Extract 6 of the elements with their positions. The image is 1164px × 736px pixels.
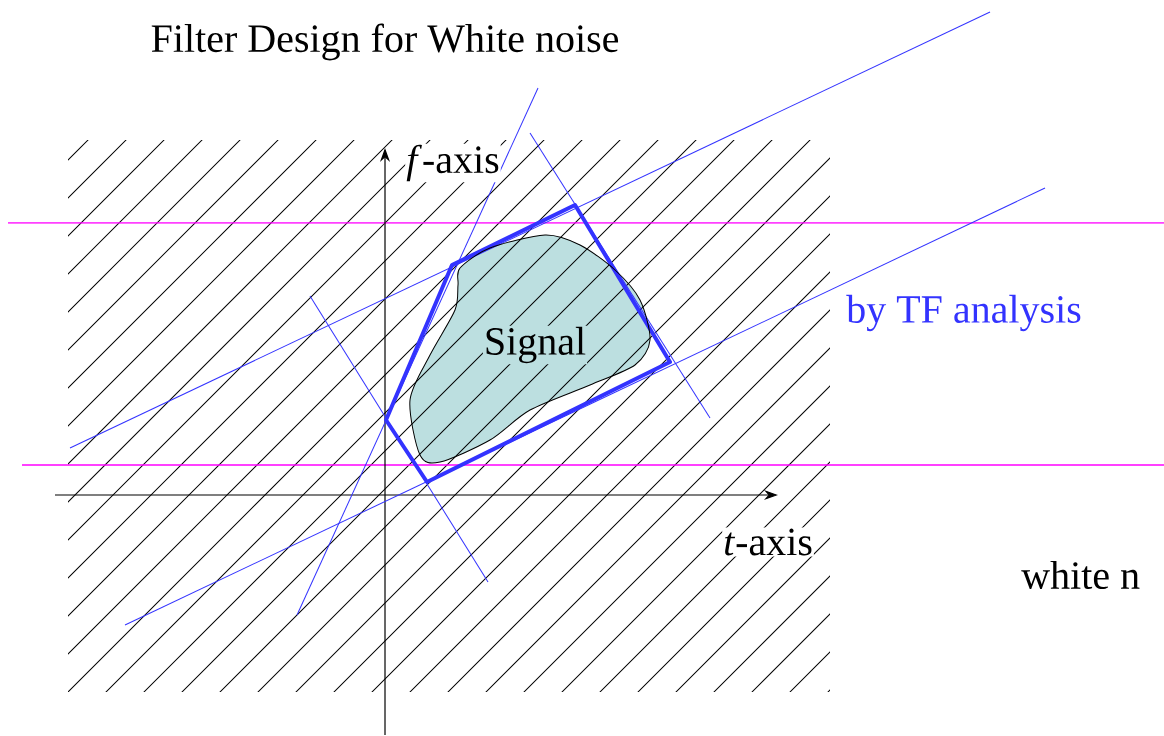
signal-region: Signal <box>409 234 651 464</box>
axis-label: f-axis <box>405 143 501 183</box>
annotation: white n <box>1020 559 1142 591</box>
axis-label: t-axis <box>722 527 814 557</box>
annotation: by TF analysis <box>845 293 1083 333</box>
title: Filter Design for White noise <box>151 23 619 61</box>
